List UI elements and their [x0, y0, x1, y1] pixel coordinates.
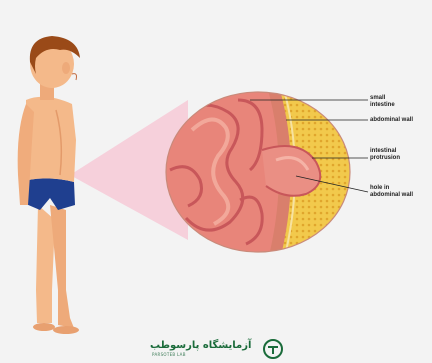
- logo-subtitle: PARSOTEB LAB: [152, 352, 186, 357]
- label-small-intestine: small intestine: [370, 95, 395, 108]
- brand-logo: آزمایشگاه پارسوطب PARSOTEB LAB: [150, 338, 290, 360]
- boy-figure: [18, 36, 80, 334]
- logo-mark-icon: [262, 338, 284, 360]
- zoom-circle: [166, 90, 360, 260]
- logo-title: آزمایشگاه پارسوطب: [150, 340, 251, 351]
- label-intestinal-protrusion: intestinal protrusion: [370, 148, 400, 161]
- label-hole-abdominal-wall: hole in abdominal wall: [370, 185, 413, 198]
- label-abdominal-wall: abdominal wall: [370, 117, 413, 124]
